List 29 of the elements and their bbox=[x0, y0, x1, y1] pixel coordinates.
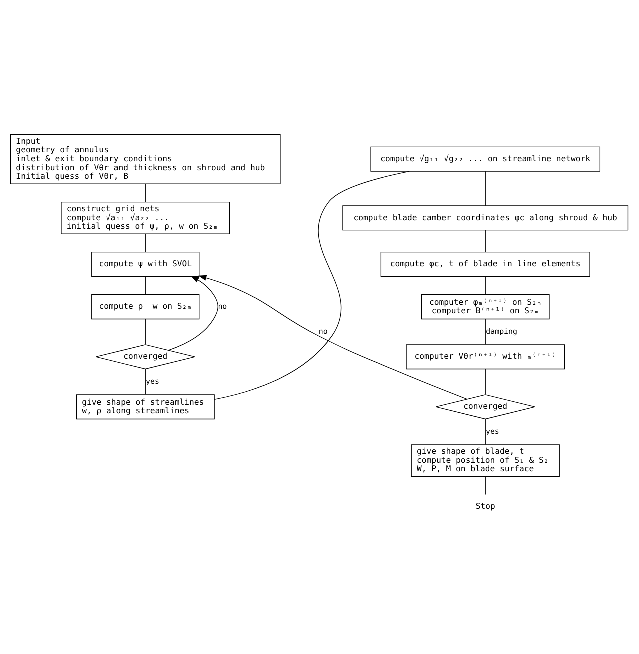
connector bbox=[485, 276, 486, 296]
node-box: computer φₘ⁽ⁿ⁺¹⁾ on S₂ₘ computer B⁽ⁿ⁺¹⁾ on S₂ₘ bbox=[421, 294, 550, 320]
connector bbox=[485, 419, 486, 446]
connector bbox=[485, 318, 486, 345]
node-diamond: converged bbox=[436, 394, 536, 420]
node-box: Input geometry of annulus inlet & exit boundary conditions distribution of Vθr and thickness on shroud and hub Initial quess of Vθr, B bbox=[10, 134, 281, 184]
arrow bbox=[198, 275, 468, 400]
connector bbox=[145, 184, 146, 203]
connector bbox=[214, 171, 410, 400]
connector bbox=[485, 230, 486, 252]
connector bbox=[145, 234, 146, 252]
connector bbox=[145, 318, 146, 345]
node-box: computer Vθr⁽ⁿ⁺¹⁾ with ₘ⁽ⁿ⁺¹⁾ bbox=[406, 344, 566, 370]
node-box: construct grid nets compute √a₁₁ √a₂₂ ... initial quess of ψ, ρ, w on S₂ₘ bbox=[61, 202, 230, 234]
node-box: give shape of blade, t compute position of S₁ & S₂ W, P, M on blade surface bbox=[411, 444, 560, 478]
node-diamond: converged bbox=[96, 344, 196, 370]
node-box: give shape of streamlines w, ρ along streamlines bbox=[76, 394, 215, 420]
node-box: compute √g₁₁ √g₂₂ ... on streamline network bbox=[370, 146, 600, 172]
node-box: compute ρ w on S₂ₘ bbox=[92, 294, 200, 320]
connector bbox=[485, 171, 486, 206]
node-box: compute blade camber coordinates φc along shroud & hub bbox=[342, 206, 629, 231]
node-box: compute ψ with SVOL bbox=[92, 252, 200, 277]
arrow bbox=[168, 276, 219, 351]
connector bbox=[145, 368, 146, 395]
connector bbox=[485, 476, 486, 496]
connector bbox=[145, 276, 146, 296]
node-text: Stop bbox=[476, 501, 496, 512]
node-box: compute φc, t of blade in line elements bbox=[380, 252, 590, 277]
connector bbox=[485, 368, 486, 395]
